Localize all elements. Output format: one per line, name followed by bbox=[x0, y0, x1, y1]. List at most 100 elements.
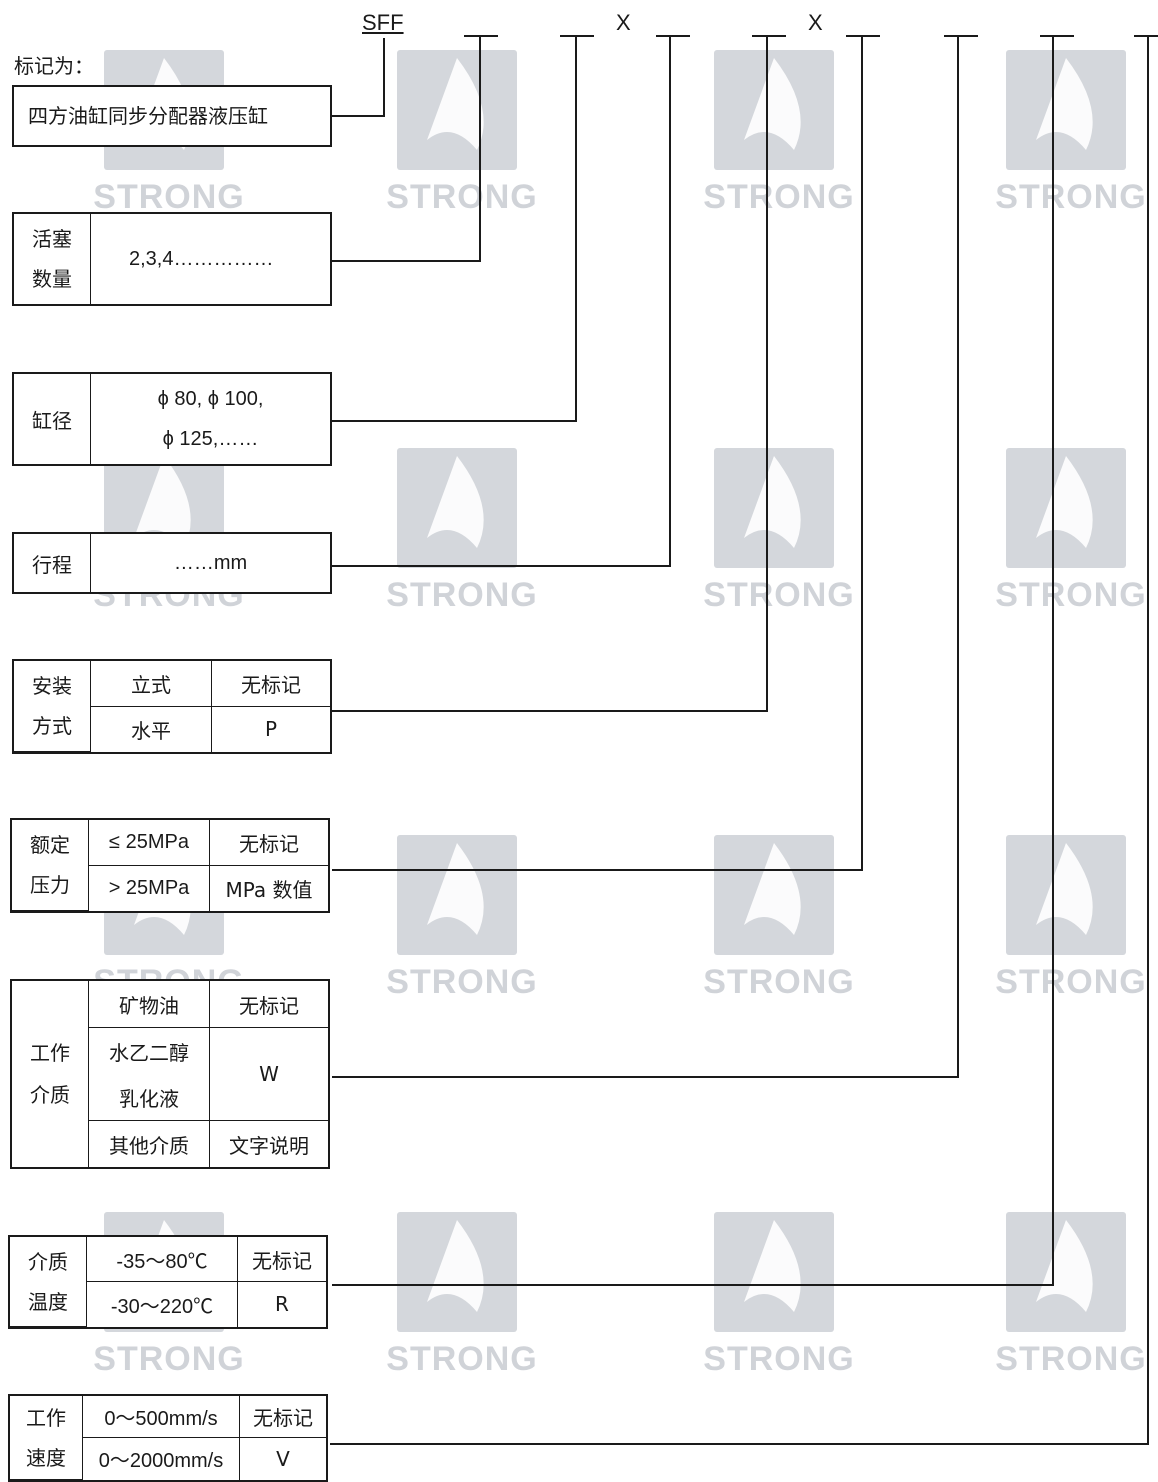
strong-logo-icon bbox=[397, 50, 517, 170]
label-line: 额定 bbox=[30, 833, 70, 857]
watermark-text: STRONG bbox=[386, 1340, 538, 1378]
pressure-code: 无标记 bbox=[209, 820, 328, 866]
watermark: STRONG bbox=[702, 448, 854, 628]
strong-logo-icon bbox=[714, 1212, 834, 1332]
bore-label: 缸径 bbox=[14, 374, 91, 464]
medium-label: 工作 介质 bbox=[12, 981, 89, 1168]
piston-count-box: 活塞 数量 2,3,4…………… bbox=[12, 212, 332, 306]
label-line: 介质 bbox=[28, 1249, 68, 1274]
piston-count-label: 活塞 数量 bbox=[14, 214, 91, 304]
strong-logo-icon bbox=[397, 1212, 517, 1332]
strong-logo-icon bbox=[1006, 50, 1126, 170]
rated-pressure-label: 额定 压力 bbox=[12, 820, 89, 911]
label-line: 工作 bbox=[30, 1040, 70, 1065]
strong-logo-icon bbox=[397, 448, 517, 568]
bore-value-line: ϕ 80, ϕ 100, bbox=[157, 388, 264, 410]
strong-logo-icon bbox=[1006, 835, 1126, 955]
medium-code: 文字说明 bbox=[209, 1120, 328, 1167]
watermark-text: STRONG bbox=[995, 1340, 1147, 1378]
label-line: 工作 bbox=[26, 1405, 66, 1430]
bore-value-line: ϕ 125,…… bbox=[162, 428, 259, 450]
watermark-text: STRONG bbox=[93, 1340, 245, 1378]
watermark: STRONG bbox=[385, 835, 537, 1015]
speed-label: 工作 速度 bbox=[10, 1396, 83, 1480]
label-line: 速度 bbox=[26, 1445, 66, 1470]
label-line: 安装 bbox=[32, 674, 72, 698]
medium-temp-box: 介质 温度 -35～80℃ 无标记 -30～220℃ R bbox=[8, 1235, 328, 1329]
watermark-text: STRONG bbox=[386, 576, 538, 614]
watermark: STRONG bbox=[994, 50, 1146, 230]
medium-option: 其他介质 bbox=[88, 1120, 210, 1167]
medium-option: 乳化液 bbox=[88, 1074, 210, 1121]
watermark-text: STRONG bbox=[703, 576, 855, 614]
connector-product bbox=[332, 38, 385, 117]
label-line: 数量 bbox=[32, 267, 72, 291]
connector-stroke bbox=[332, 36, 671, 567]
strong-logo-icon bbox=[397, 835, 517, 955]
connector-medium-temp bbox=[332, 36, 1054, 1286]
pressure-code: MPa 数值 bbox=[209, 864, 328, 911]
mounting-code: P bbox=[211, 705, 330, 752]
label-line: 压力 bbox=[30, 873, 70, 897]
separator-x: X bbox=[616, 10, 631, 35]
watermark-text: STRONG bbox=[93, 178, 245, 216]
connector-rated-pressure bbox=[332, 36, 863, 871]
connector-piston-count bbox=[332, 36, 481, 262]
temp-code: 无标记 bbox=[237, 1237, 326, 1283]
watermark-text: STRONG bbox=[703, 963, 855, 1001]
watermark: STRONG bbox=[385, 448, 537, 628]
speed-code: V bbox=[239, 1437, 326, 1480]
pressure-option: > 25MPa bbox=[88, 864, 210, 911]
watermark: STRONG bbox=[702, 50, 854, 230]
watermark: STRONG bbox=[994, 835, 1146, 1015]
connector-mounting bbox=[332, 36, 768, 712]
medium-box: 工作 介质 矿物油 无标记 水乙二醇 W 乳化液 其他介质 文字说明 bbox=[10, 979, 330, 1169]
piston-count-value: 2,3,4…………… bbox=[90, 214, 330, 304]
watermark-text: STRONG bbox=[386, 178, 538, 216]
speed-option: 0～2000mm/s bbox=[82, 1437, 240, 1480]
label-line: 介质 bbox=[30, 1082, 70, 1107]
model-prefix: SFF bbox=[362, 10, 404, 35]
temp-option: -30～220℃ bbox=[86, 1281, 238, 1327]
medium-code: W bbox=[209, 1027, 328, 1121]
speed-code: 无标记 bbox=[239, 1396, 326, 1439]
watermark-text: STRONG bbox=[386, 963, 538, 1001]
bore-box: 缸径 ϕ 80, ϕ 100, ϕ 125,…… bbox=[12, 372, 332, 466]
bore-value: ϕ 80, ϕ 100, ϕ 125,…… bbox=[90, 374, 330, 464]
mounting-option: 水平 bbox=[90, 705, 212, 752]
strong-logo-icon bbox=[714, 50, 834, 170]
watermark-text: STRONG bbox=[995, 178, 1147, 216]
watermark: STRONG bbox=[385, 50, 537, 230]
strong-logo-icon bbox=[1006, 448, 1126, 568]
medium-temp-label: 介质 温度 bbox=[10, 1237, 87, 1327]
strong-logo-icon bbox=[714, 448, 834, 568]
medium-option: 水乙二醇 bbox=[88, 1027, 210, 1074]
watermark: STRONG bbox=[994, 1212, 1146, 1392]
rated-pressure-box: 额定 压力 ≤ 25MPa 无标记 > 25MPa MPa 数值 bbox=[10, 818, 330, 913]
watermark: STRONG bbox=[385, 1212, 537, 1392]
stroke-box: 行程 ……mm bbox=[12, 532, 332, 594]
watermark: STRONG bbox=[994, 448, 1146, 628]
strong-logo-icon bbox=[1006, 1212, 1126, 1332]
watermark: STRONG bbox=[702, 835, 854, 1015]
product-name: 四方油缸同步分配器液压缸 bbox=[28, 104, 268, 128]
mounting-box: 安装 方式 立式 无标记 水平 P bbox=[12, 659, 332, 754]
label-line: 方式 bbox=[32, 714, 72, 738]
medium-code: 无标记 bbox=[209, 981, 328, 1028]
label-line: 温度 bbox=[28, 1289, 68, 1314]
temp-code: R bbox=[237, 1281, 326, 1327]
product-box: 四方油缸同步分配器液压缸 bbox=[12, 85, 332, 147]
connector-bore bbox=[332, 36, 577, 422]
medium-option: 矿物油 bbox=[88, 981, 210, 1028]
temp-option: -35～80℃ bbox=[86, 1237, 238, 1283]
stroke-value: ……mm bbox=[90, 534, 330, 592]
designation-caption: 标记为： bbox=[14, 54, 94, 78]
watermark-text: STRONG bbox=[703, 178, 855, 216]
pressure-option: ≤ 25MPa bbox=[88, 820, 210, 866]
mounting-code: 无标记 bbox=[211, 661, 330, 707]
connector-speed bbox=[330, 36, 1149, 1445]
label-line: 活塞 bbox=[32, 227, 72, 251]
speed-box: 工作 速度 0～500mm/s 无标记 0～2000mm/s V bbox=[8, 1394, 328, 1482]
watermark: STRONG bbox=[702, 1212, 854, 1392]
